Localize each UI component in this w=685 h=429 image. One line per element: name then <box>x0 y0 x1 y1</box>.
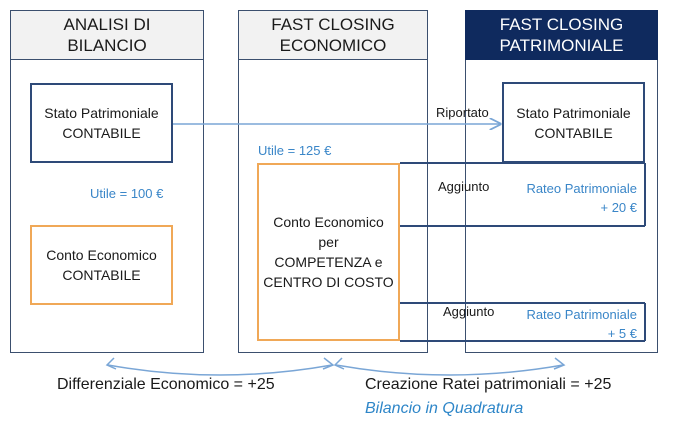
riportato-label: Riportato <box>436 105 489 120</box>
aggiunto-label-2: Aggiunto <box>443 304 495 319</box>
header-fast-closing-economico: FAST CLOSING ECONOMICO <box>238 10 428 60</box>
differenziale-economico-text: Differenziale Economico = +25 <box>57 376 275 393</box>
utile-100-label: Utile = 100 € <box>90 186 164 201</box>
rateo-patrimoniale-20: Rateo Patrimoniale + 20 € <box>526 181 637 215</box>
aggiunto-label-1: Aggiunto <box>438 179 490 194</box>
differenziale-curve <box>107 364 333 376</box>
creazione-ratei-text: Creazione Ratei patrimoniali = +25 <box>365 376 612 393</box>
stato-patrimoniale-contabile-box-right: Stato Patrimoniale CONTABILE <box>502 82 645 163</box>
stato-patrimoniale-contabile-box: Stato Patrimoniale CONTABILE <box>30 83 173 163</box>
creazione-curve <box>335 364 564 376</box>
header-analisi-di-bilancio: ANALISI DI BILANCIO <box>10 10 204 60</box>
bilancio-in-quadratura-text: Bilancio in Quadratura <box>365 400 524 417</box>
utile-125-label: Utile = 125 € <box>258 143 332 158</box>
conto-economico-contabile-box: Conto Economico CONTABILE <box>30 225 173 305</box>
header-fast-closing-patrimoniale: FAST CLOSING PATRIMONIALE <box>465 10 658 60</box>
conto-economico-competenza-box: Conto Economico per COMPETENZA e CENTRO … <box>257 163 400 341</box>
rateo-patrimoniale-5: Rateo Patrimoniale + 5 € <box>526 307 637 341</box>
